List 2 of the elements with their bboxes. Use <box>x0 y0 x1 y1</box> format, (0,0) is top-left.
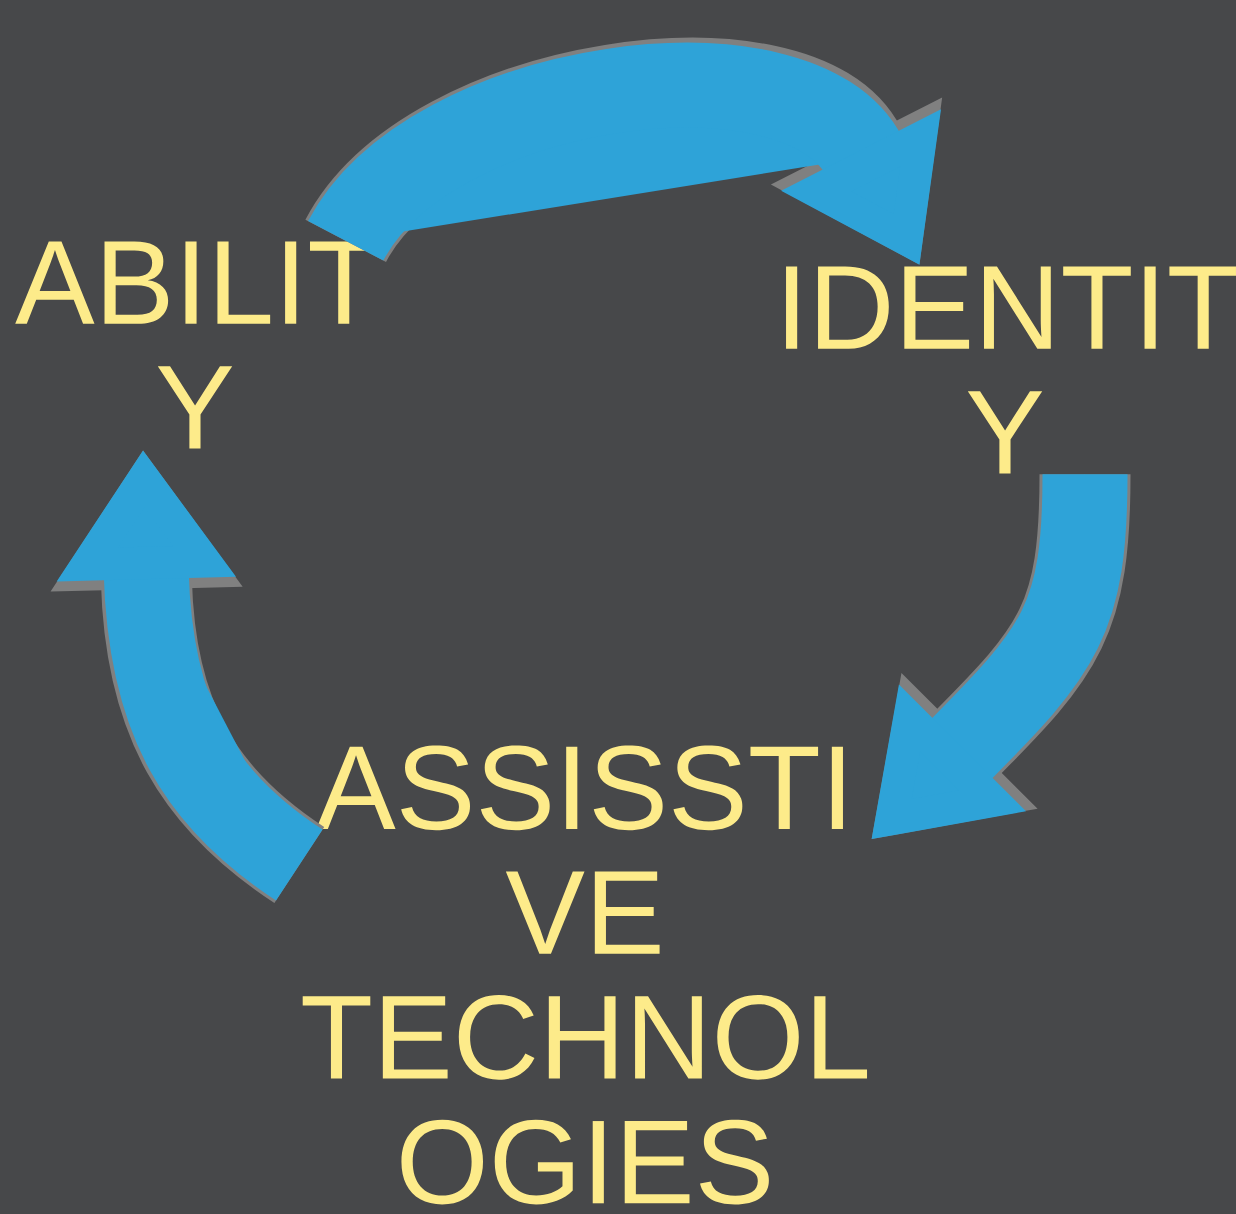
node-label: ASSISSTI VE TECHNOL OGIES <box>302 745 868 1205</box>
node-label: ABILIT Y <box>15 241 378 449</box>
